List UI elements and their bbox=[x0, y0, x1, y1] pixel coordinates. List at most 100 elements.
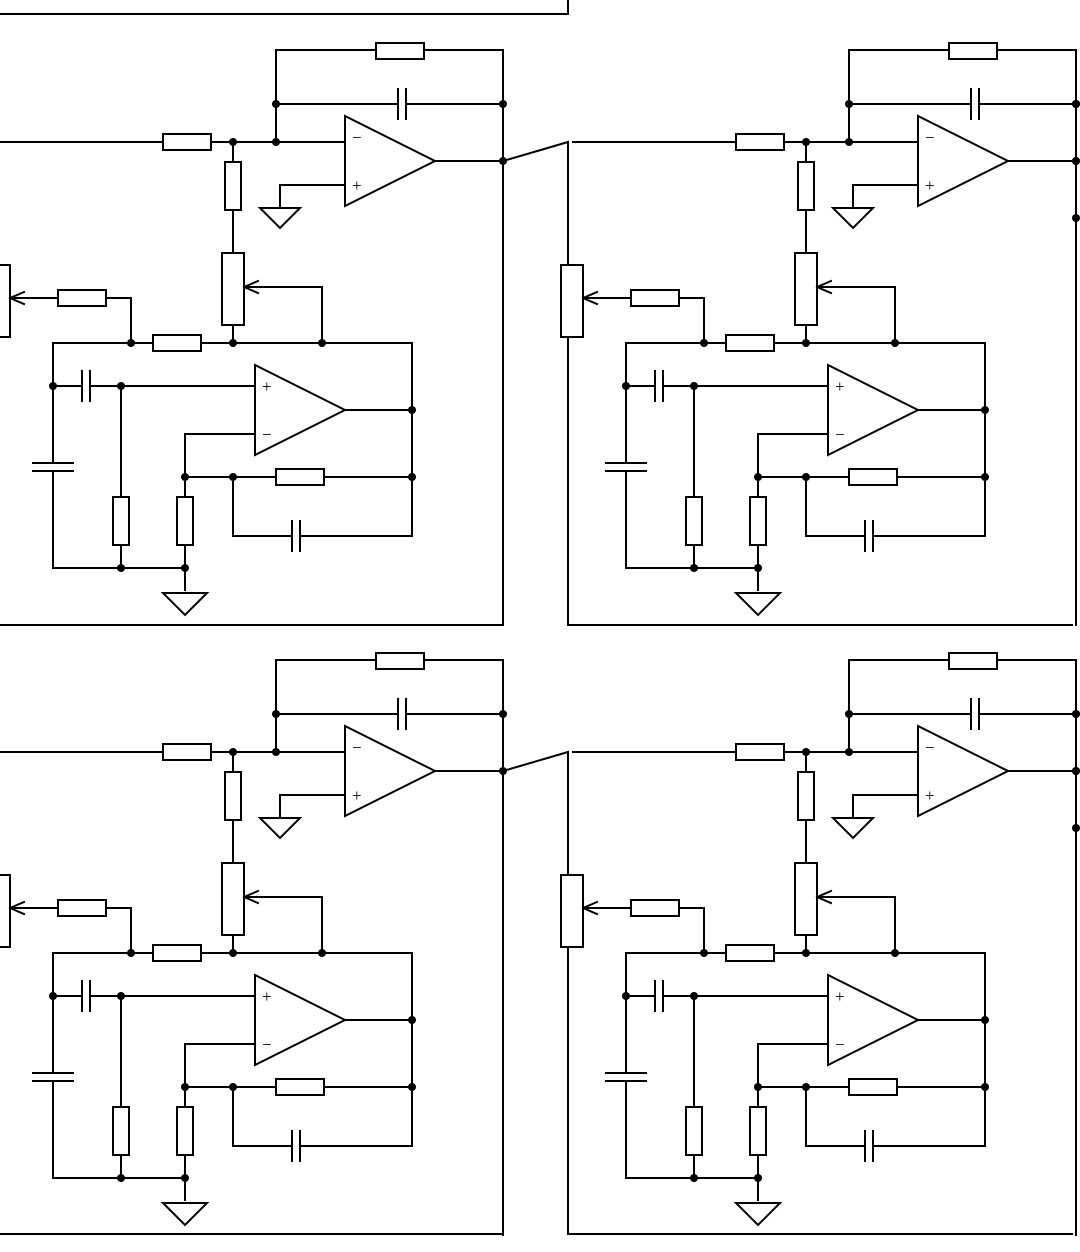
ground-symbol bbox=[160, 592, 210, 617]
junction-dot bbox=[845, 710, 853, 718]
shunt-wire-2 bbox=[52, 1080, 186, 1179]
opamp-triangle bbox=[254, 973, 348, 1067]
feedback-wire-2 bbox=[996, 659, 1077, 772]
wiper-wire bbox=[678, 907, 705, 954]
feedback-wire-2 bbox=[423, 49, 504, 162]
resistor-body bbox=[57, 899, 107, 917]
feedback-wire-2 bbox=[996, 49, 1077, 162]
shunt-wire-2 bbox=[625, 470, 759, 569]
feedback-wire bbox=[848, 659, 950, 753]
resistor-body bbox=[749, 1106, 767, 1156]
resistor-body bbox=[794, 252, 818, 326]
junction-dot bbox=[1072, 214, 1080, 222]
opamp-triangle bbox=[254, 363, 348, 457]
resistor-body bbox=[794, 862, 818, 936]
ground-symbol bbox=[160, 1202, 210, 1227]
feedback-wire bbox=[848, 49, 950, 143]
shunt-wire-2 bbox=[625, 1080, 759, 1179]
resistor-body bbox=[112, 496, 130, 546]
resistor-body bbox=[275, 1078, 325, 1096]
ground-wire bbox=[852, 184, 919, 209]
resistor-body bbox=[630, 899, 680, 917]
resistor-body bbox=[152, 334, 202, 352]
wiper-wire bbox=[678, 297, 705, 344]
wiper-wire bbox=[105, 907, 132, 954]
bridge-wire-2 bbox=[200, 342, 413, 411]
junction-dot bbox=[272, 100, 280, 108]
opamp-sign: + bbox=[262, 377, 272, 396]
wiper-wire bbox=[105, 297, 132, 344]
resistor-body bbox=[152, 944, 202, 962]
opamp-sign: + bbox=[925, 176, 935, 195]
junction-dot bbox=[802, 339, 810, 347]
opamp-sign: + bbox=[352, 176, 362, 195]
resistor-body bbox=[749, 496, 767, 546]
ground-symbol bbox=[257, 817, 303, 840]
amp-quadrant-4: −++− bbox=[560, 652, 1080, 1236]
ground-symbol bbox=[257, 207, 303, 230]
opamp-sign: − bbox=[835, 425, 845, 444]
feedback-wire-2 bbox=[423, 659, 504, 772]
junction-dot bbox=[802, 949, 810, 957]
opamp-sign: + bbox=[925, 786, 935, 805]
resistor-body bbox=[948, 42, 998, 60]
bridge-wire-2 bbox=[773, 952, 986, 1021]
feedback-wire bbox=[275, 659, 377, 753]
junction-dot bbox=[117, 1174, 125, 1182]
resistor-body bbox=[0, 874, 11, 948]
opamp-triangle bbox=[917, 114, 1011, 208]
junction-dot bbox=[499, 710, 507, 718]
pot-wiper-wire bbox=[819, 896, 896, 954]
pot-left-arrow bbox=[8, 900, 26, 916]
opamp-sign: − bbox=[925, 128, 935, 147]
resistor-body bbox=[375, 42, 425, 60]
resistor-body bbox=[375, 652, 425, 670]
ground-symbol bbox=[830, 207, 876, 230]
junction-dot bbox=[754, 1174, 762, 1182]
resistor-body bbox=[560, 874, 584, 948]
resistor-body bbox=[221, 862, 245, 936]
junction-dot bbox=[318, 339, 326, 347]
resistor-body bbox=[57, 289, 107, 307]
opamp-sign: + bbox=[352, 786, 362, 805]
resistor-body bbox=[221, 252, 245, 326]
junction-dot bbox=[891, 339, 899, 347]
resistor-body bbox=[797, 161, 815, 211]
pot-wiper-wire bbox=[819, 286, 896, 344]
opamp-triangle bbox=[344, 114, 438, 208]
junction-dot bbox=[1072, 824, 1080, 832]
pot-left-arrow bbox=[8, 290, 26, 306]
ground-wire bbox=[279, 184, 346, 209]
resistor-body bbox=[797, 771, 815, 821]
resistor-body bbox=[162, 133, 212, 151]
resistor-body bbox=[224, 161, 242, 211]
resistor-body bbox=[735, 743, 785, 761]
junction-dot bbox=[1072, 157, 1080, 165]
opamp-triangle bbox=[827, 363, 921, 457]
pot-wiper-arrow bbox=[242, 889, 260, 905]
pot-left-arrow bbox=[581, 290, 599, 306]
opamp-sign: − bbox=[262, 425, 272, 444]
bridge-wire-2 bbox=[773, 342, 986, 411]
comp-wire bbox=[805, 1086, 866, 1147]
junction-dot bbox=[229, 339, 237, 347]
quad-link-top bbox=[501, 140, 1073, 626]
opamp-triangle bbox=[344, 724, 438, 818]
pot-wiper-arrow bbox=[815, 889, 833, 905]
resistor-body bbox=[275, 468, 325, 486]
resistor-body bbox=[948, 652, 998, 670]
inv-wire bbox=[184, 433, 256, 498]
ground-wire bbox=[279, 794, 346, 819]
junction-dot bbox=[690, 564, 698, 572]
pot-wiper-arrow bbox=[815, 279, 833, 295]
junction-dot bbox=[181, 564, 189, 572]
comp-wire bbox=[232, 476, 293, 537]
amp-quadrant-1: −++− bbox=[0, 42, 507, 626]
resistor-body bbox=[725, 334, 775, 352]
junction-dot bbox=[845, 100, 853, 108]
resistor-body bbox=[224, 771, 242, 821]
ground-wire bbox=[852, 794, 919, 819]
opamp-sign: + bbox=[835, 987, 845, 1006]
quad-link-bottom bbox=[501, 750, 1073, 1235]
junction-dot bbox=[1072, 100, 1080, 108]
